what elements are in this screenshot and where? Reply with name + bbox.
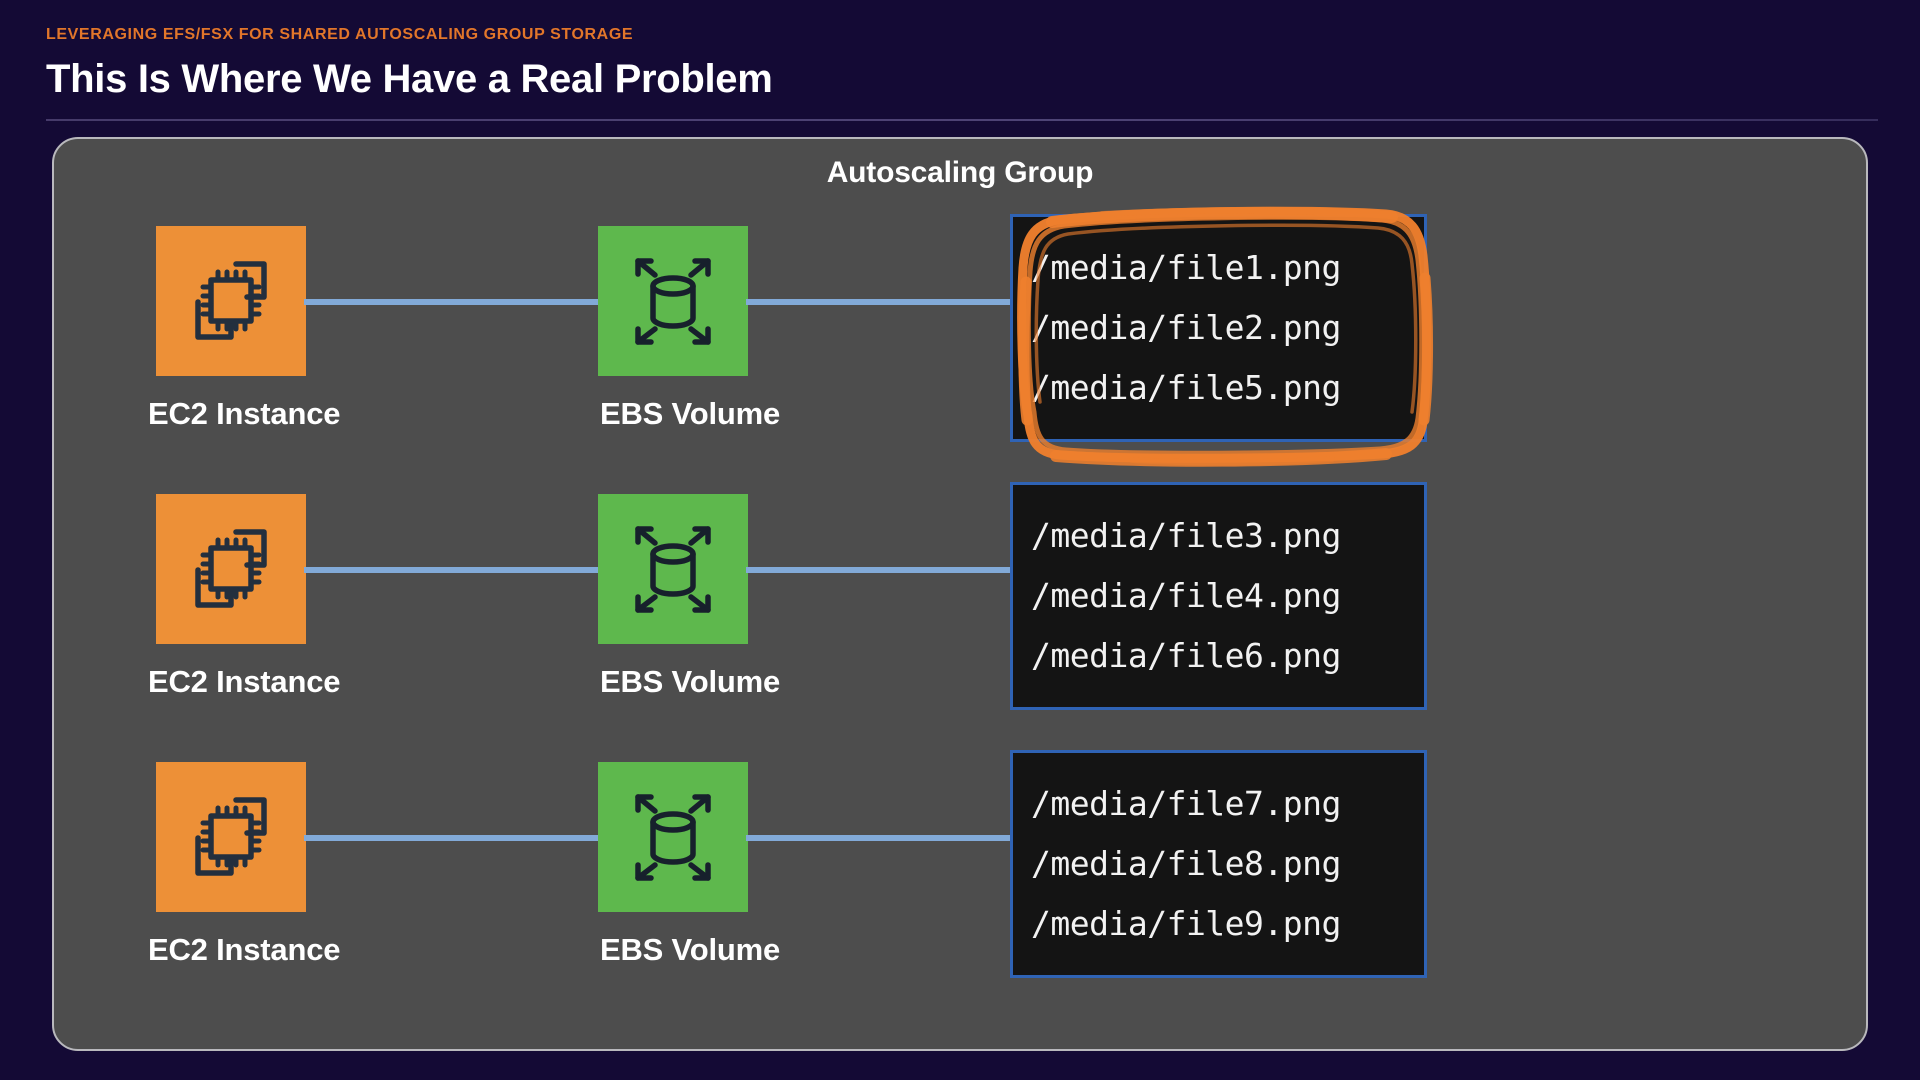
storage-terminal[interactable]: /media/file7.png /media/file8.png /media… [1010, 750, 1427, 978]
page-title: This Is Where We Have a Real Problem [46, 56, 773, 101]
ec2-instance-icon [179, 249, 283, 353]
file-path-line: /media/file3.png [1031, 516, 1341, 555]
storage-terminal[interactable]: /media/file1.png /media/file2.png /media… [1010, 214, 1427, 442]
instance-row: /media/file7.png /media/file8.png /media… [54, 750, 1866, 1018]
title-divider [46, 119, 1878, 122]
ebs-volume-label: EBS Volume [600, 932, 781, 967]
file-path-line: /media/file2.png [1031, 308, 1341, 347]
ec2-instance-node[interactable] [156, 494, 306, 644]
file-path-line: /media/file7.png [1031, 784, 1341, 823]
connector-ec2-ebs [304, 299, 600, 305]
instance-row: /media/file3.png /media/file4.png /media… [54, 482, 1866, 750]
connector-ebs-storage [746, 299, 1010, 305]
ebs-volume-icon [620, 516, 726, 622]
connector-ec2-ebs [304, 835, 600, 841]
slide-header: LEVERAGING EFS/FSX FOR SHARED AUTOSCALIN… [0, 0, 1920, 122]
ebs-volume-label: EBS Volume [600, 664, 781, 699]
ec2-instance-icon [179, 517, 283, 621]
connector-ec2-ebs [304, 567, 600, 573]
ebs-volume-icon [620, 248, 726, 354]
file-path-line: /media/file1.png [1031, 248, 1341, 287]
connector-ebs-storage [746, 567, 1010, 573]
ec2-instance-label: EC2 Instance [148, 932, 341, 967]
ec2-instance-label: EC2 Instance [148, 396, 341, 431]
ebs-volume-label: EBS Volume [600, 396, 781, 431]
autoscaling-group-panel: Autoscaling Group [52, 137, 1868, 1051]
ec2-instance-node[interactable] [156, 762, 306, 912]
ec2-instance-node[interactable] [156, 226, 306, 376]
ec2-instance-icon [179, 785, 283, 889]
file-path-line: /media/file9.png [1031, 904, 1341, 943]
storage-terminal[interactable]: /media/file3.png /media/file4.png /media… [1010, 482, 1427, 710]
ec2-instance-label: EC2 Instance [148, 664, 341, 699]
file-path-line: /media/file5.png [1031, 368, 1341, 407]
instance-row: /media/file1.png /media/file2.png /media… [54, 206, 1866, 482]
instance-rows: /media/file1.png /media/file2.png /media… [54, 206, 1866, 1018]
file-path-line: /media/file8.png [1031, 844, 1341, 883]
ebs-volume-node[interactable] [598, 762, 748, 912]
ebs-volume-node[interactable] [598, 494, 748, 644]
autoscaling-group-title: Autoscaling Group [826, 156, 1094, 189]
ebs-volume-icon [620, 784, 726, 890]
slide-eyebrow: LEVERAGING EFS/FSX FOR SHARED AUTOSCALIN… [46, 26, 634, 43]
file-path-line: /media/file6.png [1031, 636, 1341, 675]
ebs-volume-node[interactable] [598, 226, 748, 376]
file-path-line: /media/file4.png [1031, 576, 1341, 615]
connector-ebs-storage [746, 835, 1010, 841]
